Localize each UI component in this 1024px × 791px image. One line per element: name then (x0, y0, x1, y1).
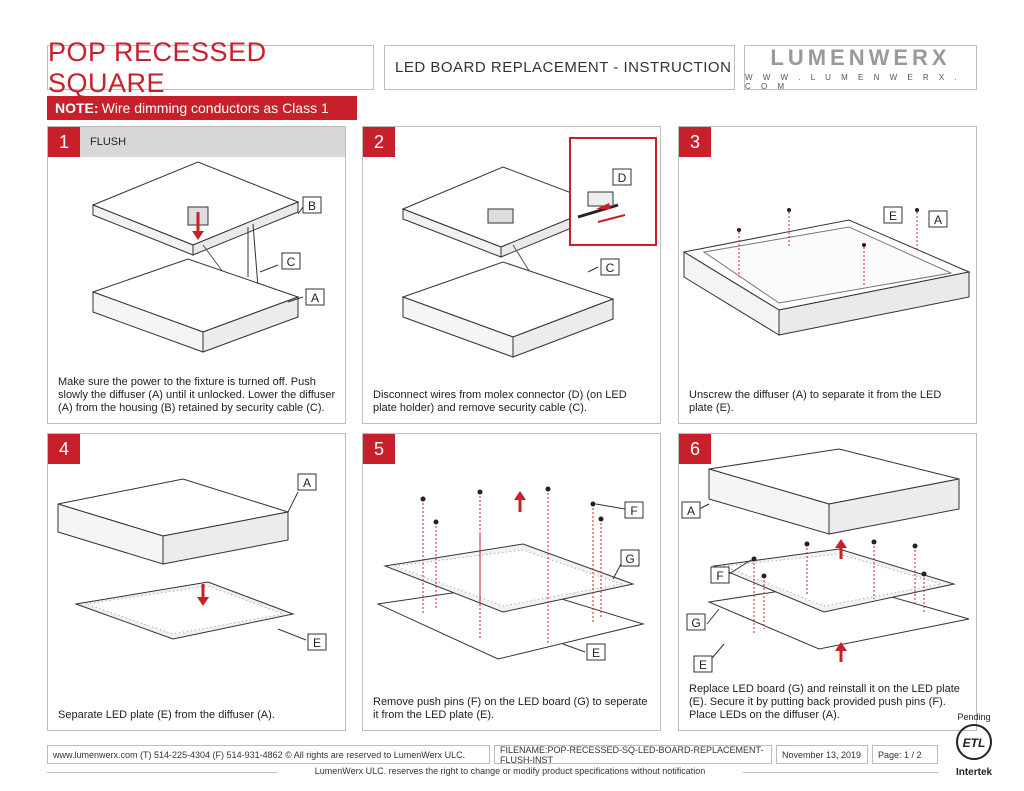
label-e: E (699, 658, 707, 672)
mount-type-bar: FLUSH (80, 127, 345, 157)
cert-lab: Intertek (955, 767, 993, 778)
logo-url: W W W . L U M E N W E R X . C O M (745, 72, 961, 91)
step-number: 2 (363, 127, 395, 157)
step-number: 6 (679, 434, 711, 464)
disclaimer: LumenWerx ULC. reserves the right to cha… (314, 766, 706, 776)
label-d: D (618, 171, 627, 185)
label-g: G (625, 552, 634, 566)
label-a: A (303, 476, 311, 490)
title-box: POP RECESSED SQUARE (47, 37, 374, 98)
page-subtitle: LED BOARD REPLACEMENT - INSTRUCTION (395, 59, 732, 76)
step-panel-3: E A 3 Unscrew the diffuser (A) to separa… (678, 126, 977, 424)
step-panel-4: A E 4 Separate LED plate (E) from the di… (47, 433, 346, 731)
step-caption: Unscrew the diffuser (A) to separate it … (689, 389, 942, 414)
footer-page: Page: 1 / 2 (872, 745, 938, 764)
note-banner: NOTE: Wire dimming conductors as Class 1 (47, 96, 357, 120)
step-number: 1 (48, 127, 80, 157)
label-a: A (934, 213, 942, 227)
step-panel-6: A F G E 6 Replace LED board (G) and rein… (678, 433, 977, 731)
label-a: A (687, 504, 695, 518)
step-number: 3 (679, 127, 711, 157)
step-3-illustration: E A (682, 206, 971, 336)
footer-contact: www.lumenwerx.com (T) 514-225-4304 (F) 5… (47, 745, 490, 764)
label-g: G (691, 616, 700, 630)
step-1-illustration: B C A (91, 161, 325, 353)
etl-mark-icon: ETL (956, 724, 992, 760)
label-e: E (592, 646, 600, 660)
step-panel-5: F G E 5 Remove push pins (F) on the LED … (362, 433, 661, 731)
step-caption: Separate LED plate (E) from the diffuser… (58, 709, 275, 721)
divider (743, 772, 938, 773)
etl-mark-text: ETL (963, 736, 986, 750)
note-text: Wire dimming conductors as Class 1 (101, 100, 329, 116)
step-number: 4 (48, 434, 80, 464)
label-e: E (313, 636, 321, 650)
footer-filename: FILENAME:POP-RECESSED-SQ-LED-BOARD-REPLA… (494, 745, 772, 765)
label-f: F (630, 504, 637, 518)
step-caption: Make sure the power to the fixture is tu… (58, 376, 336, 414)
step-caption: Replace LED board (G) and reinstall it o… (689, 683, 960, 721)
brand-logo: LUMENWERX W W W . L U M E N W E R X . C … (744, 44, 977, 91)
label-a: A (311, 291, 319, 305)
cert-status: Pending (957, 712, 991, 722)
label-c: C (287, 255, 296, 269)
step-6-illustration: A F G E (681, 448, 970, 673)
subtitle-box: LED BOARD REPLACEMENT - INSTRUCTION (384, 45, 735, 90)
step-caption: Disconnect wires from molex connector (D… (373, 389, 627, 414)
etl-certification: Pending ETL Intertek (950, 712, 998, 784)
label-c: C (606, 261, 615, 275)
step-panel-2: D C 2 Disconnect wires from molex connec… (362, 126, 661, 424)
footer-date: November 13, 2019 (776, 745, 868, 764)
label-e: E (889, 209, 897, 223)
logo-name: LUMENWERX (770, 44, 951, 70)
step-number: 5 (363, 434, 395, 464)
step-4-illustration: A E (57, 473, 327, 651)
step-2-illustration: D C (401, 137, 657, 358)
note-prefix: NOTE: (55, 100, 99, 116)
label-b: B (308, 199, 316, 213)
step-panel-1: B C A 1 FLUSH Make sure the power to the… (47, 126, 346, 424)
step-caption: Remove push pins (F) on the LED board (G… (373, 696, 648, 721)
step-5-illustration: F G E (376, 486, 645, 661)
label-f: F (716, 569, 723, 583)
page-title: POP RECESSED SQUARE (48, 36, 267, 98)
divider (47, 772, 277, 773)
